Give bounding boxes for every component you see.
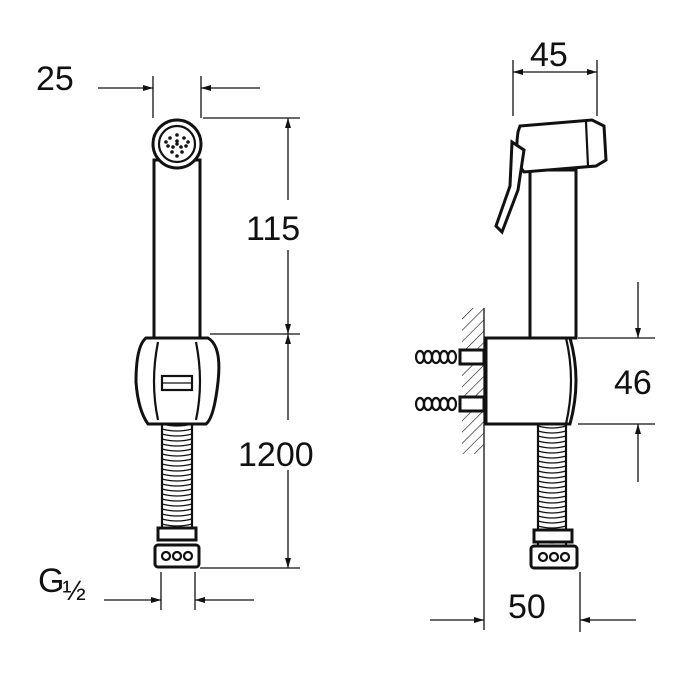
nozzle-hole bbox=[182, 136, 186, 140]
nozzle-hole bbox=[175, 139, 179, 143]
front-sprayer-body bbox=[152, 158, 202, 340]
dim-vertical-front: 115 1200 bbox=[200, 117, 314, 569]
screw-thread bbox=[414, 349, 426, 365]
dim-wall-depth-label: 50 bbox=[508, 588, 546, 626]
dim-head-width-label: 25 bbox=[36, 60, 74, 98]
hose-ring bbox=[537, 425, 567, 429]
nozzle-hole bbox=[166, 144, 170, 148]
side-trigger-lever bbox=[494, 139, 526, 235]
hose-ring bbox=[537, 435, 567, 439]
front-holder-bracket bbox=[134, 336, 221, 426]
hose-ring bbox=[161, 458, 193, 462]
hose-ring bbox=[161, 493, 193, 497]
hose-ring bbox=[161, 453, 193, 457]
hose-ring bbox=[161, 483, 193, 487]
dim-thread-g: G bbox=[38, 562, 64, 600]
dim-sprayer-length-label: 115 bbox=[246, 210, 300, 248]
hose-ring bbox=[537, 485, 567, 489]
nozzle-hole bbox=[179, 145, 183, 149]
hose-ring bbox=[161, 473, 193, 477]
screw-thread bbox=[438, 396, 450, 412]
hose-ring bbox=[161, 523, 193, 527]
dim-bracket-height: 46 bbox=[578, 282, 655, 482]
hose-ring bbox=[537, 505, 567, 509]
nozzle-hole bbox=[171, 145, 175, 149]
front-view: 25 115 1200 G½ bbox=[36, 60, 314, 610]
dim-side-width-label: 45 bbox=[530, 36, 568, 74]
hose-ring bbox=[161, 463, 193, 467]
side-hose-nut bbox=[529, 528, 579, 570]
hose-ring bbox=[537, 450, 567, 454]
hose-ring bbox=[161, 503, 193, 507]
screw-thread bbox=[430, 349, 442, 365]
hose-ring bbox=[537, 510, 567, 514]
nozzle-hole bbox=[170, 150, 174, 154]
side-spray-head bbox=[515, 118, 608, 174]
dim-hose-length-label: 1200 bbox=[238, 436, 314, 474]
front-hose-nut bbox=[153, 526, 201, 569]
hose-ring bbox=[537, 500, 567, 504]
nozzle-hole bbox=[168, 136, 172, 140]
hose-ring bbox=[161, 518, 193, 522]
hose-ring bbox=[537, 515, 567, 519]
screw-thread bbox=[438, 349, 450, 365]
screw-thread bbox=[414, 396, 426, 412]
dim-bracket-height-label: 46 bbox=[614, 364, 652, 402]
hose-ring bbox=[537, 445, 567, 449]
side-sprayer-body bbox=[528, 168, 578, 340]
nozzle-hole bbox=[175, 142, 179, 146]
dim-thread-label: G½ bbox=[38, 562, 86, 606]
hose-ring bbox=[161, 513, 193, 517]
dim-thread: G½ bbox=[38, 562, 254, 610]
hose-ring bbox=[537, 430, 567, 434]
hose-ring bbox=[161, 428, 193, 432]
hose-ring bbox=[537, 495, 567, 499]
front-spray-head bbox=[151, 118, 203, 170]
screw-thread bbox=[422, 349, 434, 365]
hose-ring bbox=[161, 468, 193, 472]
hose-ring bbox=[537, 525, 567, 529]
dim-head-width: 25 bbox=[36, 60, 260, 118]
hose-ring bbox=[161, 448, 193, 452]
hose-ring bbox=[161, 478, 193, 482]
hose-ring bbox=[537, 480, 567, 484]
dim-side-width: 45 bbox=[512, 36, 598, 116]
hose-ring bbox=[537, 465, 567, 469]
screw-thread bbox=[446, 349, 458, 365]
nozzle-hole bbox=[175, 133, 179, 137]
screw-thread bbox=[430, 396, 442, 412]
side-holder-bracket bbox=[484, 336, 578, 426]
hose-ring bbox=[161, 433, 193, 437]
nozzle-hole bbox=[184, 144, 188, 148]
wall-screws bbox=[414, 348, 486, 413]
screw-thread bbox=[422, 396, 434, 412]
hose-ring bbox=[537, 490, 567, 494]
hose-ring bbox=[537, 455, 567, 459]
dim-thread-frac: ½ bbox=[62, 575, 85, 606]
hose-ring bbox=[161, 438, 193, 442]
nozzle-hole bbox=[180, 150, 184, 154]
dim-wall-depth: 50 bbox=[430, 572, 636, 632]
hose-ring bbox=[537, 475, 567, 479]
hose-ring bbox=[161, 508, 193, 512]
hose-ring bbox=[161, 443, 193, 447]
nozzle-hole bbox=[186, 140, 190, 144]
hose-ring bbox=[161, 498, 193, 502]
side-view: 45 46 50 bbox=[414, 36, 655, 632]
nozzle-hole bbox=[164, 140, 168, 144]
nozzle-hole bbox=[175, 154, 179, 158]
hose-ring bbox=[537, 520, 567, 524]
hose-ring bbox=[161, 488, 193, 492]
hose-ring bbox=[537, 470, 567, 474]
screw-thread bbox=[446, 396, 458, 412]
hose-ring bbox=[537, 440, 567, 444]
hose-ring bbox=[537, 460, 567, 464]
